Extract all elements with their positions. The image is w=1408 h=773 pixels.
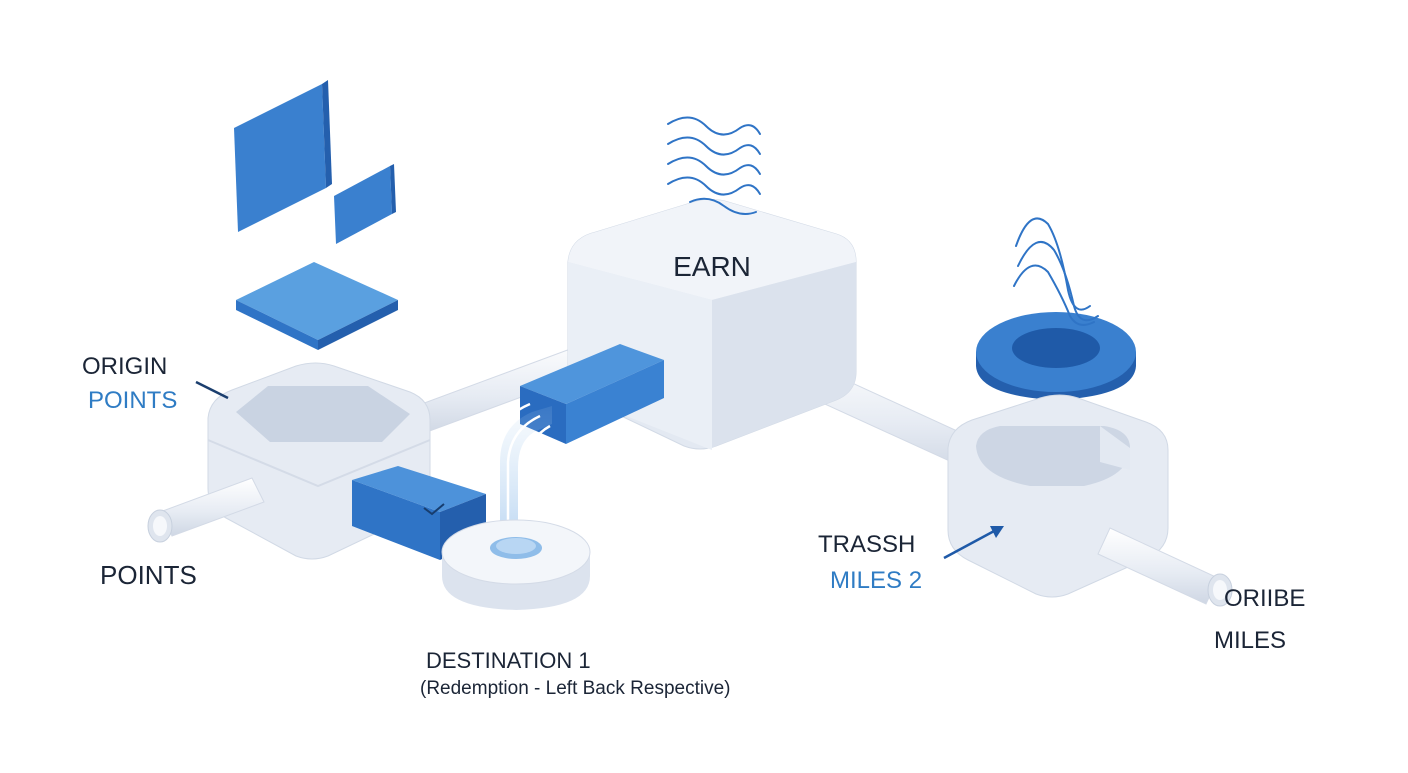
points-label: POINTS [100,560,197,590]
origin-subtitle: POINTS [88,387,177,414]
floating-ring-icon [976,312,1136,400]
floating-tile-icon [236,262,398,350]
trassh-title: TRASSH [818,531,915,558]
destination-subtitle: (Redemption - Left Back Respective) [420,678,730,699]
earn-label: EARN [673,251,751,282]
trassh-block [948,395,1232,606]
oriibe-subtitle: MILES [1214,627,1286,654]
destination-title: DESTINATION 1 [426,648,591,673]
origin-title: ORIGIN [82,353,167,380]
blue-connector-block [520,344,664,444]
destination-disk [442,520,590,610]
origin-pointer-line [196,382,228,398]
floating-square-icon [234,80,332,232]
floating-small-square-icon [334,164,396,244]
trassh-subtitle: MILES 2 [830,567,922,594]
oriibe-title: ORIIBE [1224,585,1305,612]
wavy-lines-icon [668,117,760,214]
wavy-lines-ring [1014,218,1098,324]
